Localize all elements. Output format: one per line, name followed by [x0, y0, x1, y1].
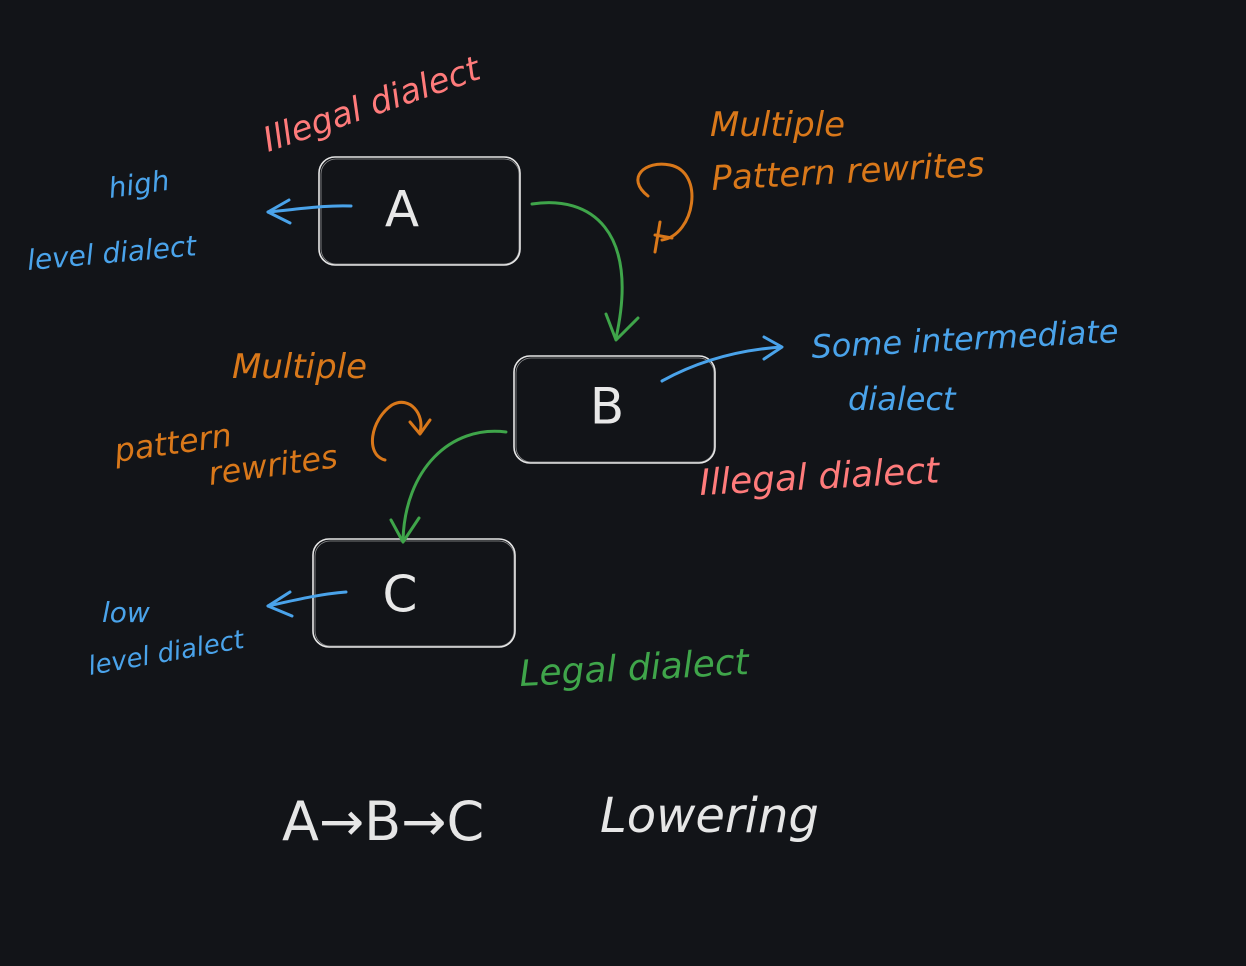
node-a-label: A [385, 181, 419, 239]
arrow-c-to-low-level-head [266, 590, 294, 618]
low-level-label-line2: level dialect [86, 625, 247, 682]
intermediate-dialect-line1: Some intermediate [810, 312, 1119, 366]
high-level-label-line1: high [106, 164, 171, 205]
lowering-word-caption: Lowering [600, 788, 819, 844]
arrow-a-to-high-level [266, 204, 353, 214]
node-c-label: C [383, 566, 418, 624]
high-level-label-line2: level dialect [26, 229, 199, 277]
arrow-a-to-b [530, 201, 624, 340]
arrow-b-to-c-head [389, 516, 421, 544]
loop-icon-top-head [653, 220, 674, 254]
loop-icon-left-head [408, 418, 432, 436]
node-b: B [513, 355, 716, 464]
arrow-b-to-intermediate [660, 345, 783, 383]
arrow-c-to-low-level [266, 590, 348, 608]
multiple-rewrites-top-line2: Pattern rewrites [710, 145, 985, 199]
low-level-label-line1: low [102, 596, 150, 629]
arrow-b-to-c [401, 429, 508, 542]
arrow-b-to-intermediate-head [762, 335, 784, 361]
arrow-a-to-b-head [604, 312, 640, 342]
node-a: A [318, 156, 521, 266]
lowering-sequence-caption: A→B→C [282, 790, 484, 853]
node-b-label: B [590, 378, 624, 436]
arrow-a-to-high-level-head [266, 198, 292, 225]
node-c: C [312, 538, 516, 648]
legal-dialect-c-label: Legal dialect [518, 642, 751, 695]
multiple-rewrites-left-line1: Multiple [232, 347, 367, 387]
loop-icon-top [636, 162, 694, 242]
loop-icon-left [370, 401, 423, 462]
illegal-dialect-a-label: Illegal dialect [258, 48, 487, 160]
illegal-dialect-b-label: Illegal dialect [698, 450, 942, 504]
multiple-rewrites-top-line1: Multiple [710, 105, 845, 145]
intermediate-dialect-line2: dialect [848, 380, 957, 418]
